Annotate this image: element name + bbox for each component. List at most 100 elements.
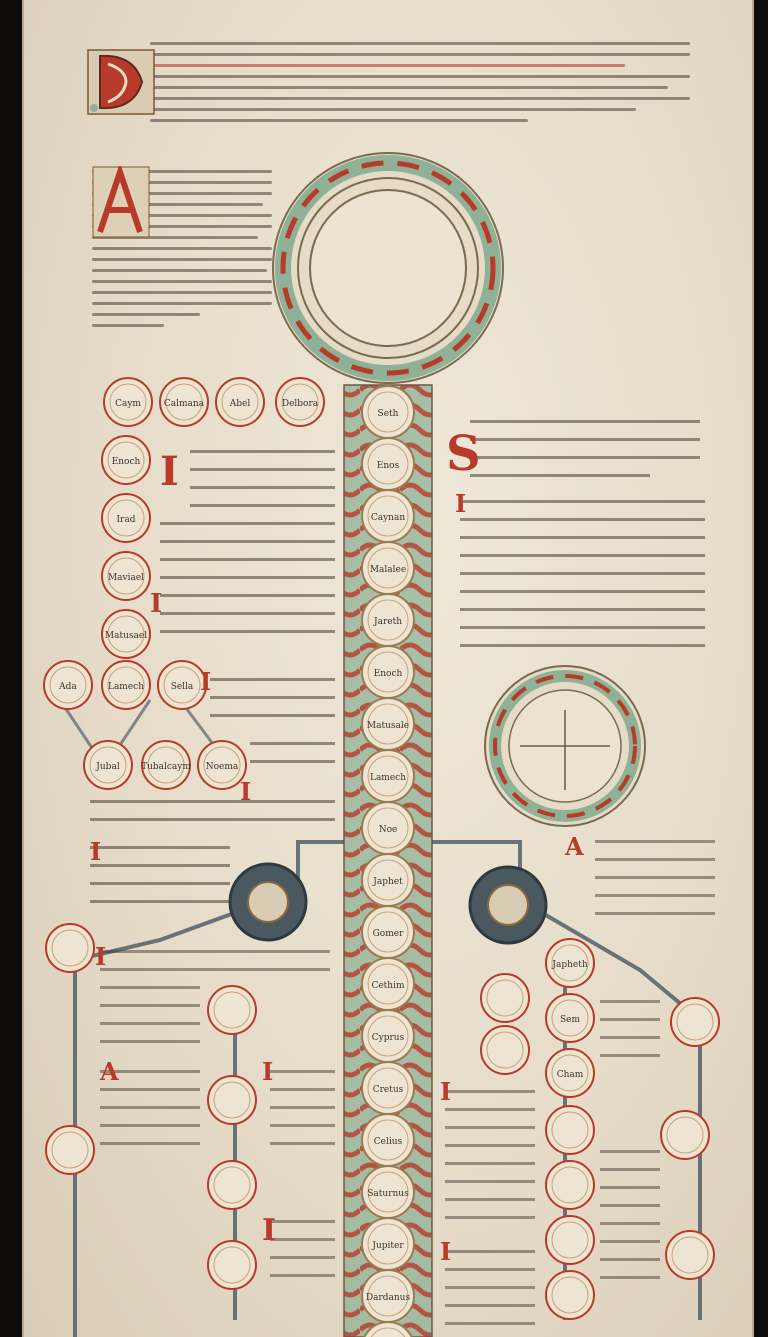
medallion-label: Celius xyxy=(374,1137,403,1147)
medallion-label: Maviael xyxy=(108,573,144,583)
medallion-label: Enoch xyxy=(112,457,141,467)
descendant-medallion xyxy=(207,1160,257,1210)
trunk-medallion: Malalee xyxy=(361,541,415,595)
svg-text:I: I xyxy=(440,1237,451,1266)
trunk-medallion: Seth xyxy=(361,385,415,439)
trunk-medallion: Noe xyxy=(361,801,415,855)
medallion-label: Cyprus xyxy=(372,1033,405,1043)
trunk-medallion: Cethim xyxy=(361,957,415,1011)
noah-ark-roundel xyxy=(484,665,646,827)
medallion-label: Malalee xyxy=(370,565,406,575)
descendant-medallion xyxy=(45,923,95,973)
trunk-medallion: Gomer xyxy=(361,905,415,959)
medallion-label: Matusale xyxy=(367,721,409,731)
illuminated-initial-a xyxy=(92,166,150,238)
svg-text:S: S xyxy=(446,426,481,482)
trunk-medallion: Cretus xyxy=(361,1061,415,1115)
top-row-medallion: Caym xyxy=(103,377,153,427)
descendant-medallion xyxy=(45,1125,95,1175)
rubric-initials: S I I I I I A I I A I I I I xyxy=(90,426,584,1266)
trunk-medallion: Jareth xyxy=(361,593,415,647)
left-column-medallion: Irad xyxy=(101,493,151,543)
trunk-medallion: Matusale xyxy=(361,697,415,751)
medallion-label: Ada xyxy=(58,682,77,692)
medallion-label: Abel xyxy=(229,399,251,409)
medallion-label: Japhet xyxy=(372,877,403,887)
medallion-label: Jubal xyxy=(95,762,120,772)
trunk-medallion: Saturnus xyxy=(361,1165,415,1219)
medallion-label: Japheth xyxy=(551,960,587,970)
lamech-row-medallion: Lamech xyxy=(101,660,151,710)
svg-text:I: I xyxy=(200,667,211,696)
illuminated-initial-d xyxy=(87,49,155,115)
svg-text:A: A xyxy=(564,832,584,861)
descendant-medallion xyxy=(545,1105,595,1155)
lamech-row-medallion: Sella xyxy=(157,660,207,710)
trunk-medallion: Cyprus xyxy=(361,1009,415,1063)
medallion-label: Gomer xyxy=(373,929,404,939)
medallion-label: Lamech xyxy=(370,773,406,783)
descendant-medallion xyxy=(207,1075,257,1125)
trunk-medallion: Celius xyxy=(361,1113,415,1167)
trunk-medallion: Enos xyxy=(361,437,415,491)
svg-text:A: A xyxy=(99,1057,119,1086)
medallion-label: Noe xyxy=(379,825,398,835)
cain-text-block xyxy=(90,450,335,903)
medallion-label: Caym xyxy=(115,399,141,409)
left-column-medallion: Maviael xyxy=(101,551,151,601)
descendant-medallion xyxy=(545,1270,595,1320)
medallion-label: Cretus xyxy=(373,1085,404,1095)
medallion-label: Cethim xyxy=(371,981,405,991)
adam-text-block xyxy=(92,170,272,335)
lamech-row-medallion: Ada xyxy=(43,660,93,710)
descendant-medallion xyxy=(545,1215,595,1265)
medallion-label: Enos xyxy=(377,461,400,471)
top-row-medallion: Delbora xyxy=(275,377,325,427)
medallion-label: Matusael xyxy=(105,631,147,641)
svg-text:I: I xyxy=(262,1057,273,1086)
medallion-label: Jareth xyxy=(373,617,402,627)
right-branch-medallion: Cham xyxy=(545,1048,595,1098)
medallion-label: Lamech xyxy=(108,682,144,692)
descendant-medallion xyxy=(545,1160,595,1210)
medallion-label: Saturnus xyxy=(367,1189,409,1199)
svg-text:I: I xyxy=(440,1077,451,1106)
svg-text:I: I xyxy=(240,777,251,806)
trunk-medallion: Japhet xyxy=(361,853,415,907)
lamech-child-medallion: Jubal xyxy=(83,740,133,790)
right-branch-medallion: Sem xyxy=(545,993,595,1043)
left-column-medallion: Matusael xyxy=(101,609,151,659)
medallion-label: Noema xyxy=(206,762,239,772)
svg-text:I: I xyxy=(90,837,101,866)
descendant-medallion xyxy=(480,973,530,1023)
medallion-label: Dardanus xyxy=(366,1293,411,1303)
medallion-label: Irad xyxy=(117,515,136,525)
svg-text:I: I xyxy=(150,589,162,619)
svg-text:I: I xyxy=(262,1213,276,1248)
medallion-label: Calmana xyxy=(164,399,205,409)
medallion-label: Cham xyxy=(557,1070,584,1080)
medallion-label: Delbora xyxy=(282,399,319,409)
descendant-medallion xyxy=(665,1230,715,1280)
trunk-medallion: Ericthonius xyxy=(363,1321,413,1337)
trunk-medallion: Lamech xyxy=(361,749,415,803)
creation-roundel xyxy=(272,152,504,384)
medallion-label: Jupiter xyxy=(371,1241,404,1251)
trunk-medallion: Caynan xyxy=(361,489,415,543)
trunk-medallion: Jupiter xyxy=(361,1217,415,1271)
right-branch-medallion: Japheth xyxy=(545,938,595,988)
seth-text-block xyxy=(460,420,705,647)
medallion-label: Sella xyxy=(171,682,194,692)
descendant-medallion xyxy=(207,985,257,1035)
lower-text-blocks xyxy=(100,840,715,1325)
descendant-medallion xyxy=(480,1025,530,1075)
medallion-label: Tubalcaym xyxy=(141,762,191,772)
descendant-medallion xyxy=(660,1110,710,1160)
top-row-medallion: Calmana xyxy=(159,377,209,427)
top-row-medallion: Abel xyxy=(215,377,265,427)
left-column-medallion: Enoch xyxy=(101,435,151,485)
descendant-medallion xyxy=(207,1240,257,1290)
svg-text:I: I xyxy=(95,942,106,971)
